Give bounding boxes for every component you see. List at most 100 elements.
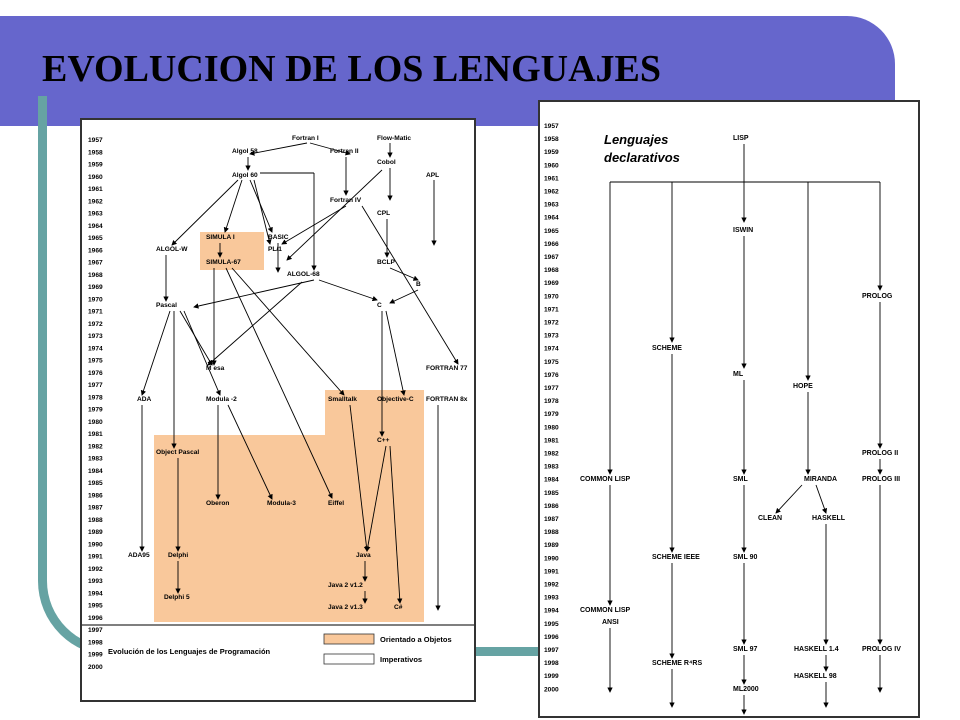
language-node-objpascal: Object Pascal bbox=[156, 449, 199, 456]
year-label: 1980 bbox=[88, 419, 103, 426]
year-label: 1985 bbox=[88, 480, 103, 487]
year-label: 1972 bbox=[88, 321, 103, 328]
year-label: 1999 bbox=[544, 673, 559, 680]
language-node-pl1: PL/1 bbox=[268, 246, 282, 253]
language-node-miranda: MIRANDA bbox=[804, 476, 837, 483]
lineage-arrow bbox=[253, 179, 272, 245]
language-node-flowmatic: Flow-Matic bbox=[377, 135, 411, 142]
year-label: 1994 bbox=[88, 590, 103, 597]
language-node-fortran4: Fortran IV bbox=[330, 197, 362, 204]
declarative-heading-line2: declarativos bbox=[604, 150, 680, 165]
language-node-delphi5: Delphi 5 bbox=[164, 594, 190, 601]
year-label: 1991 bbox=[88, 554, 103, 561]
year-label: 1998 bbox=[544, 660, 559, 667]
language-node-cobol: Cobol bbox=[377, 159, 396, 166]
lineage-arrow bbox=[231, 267, 345, 396]
year-label: 1992 bbox=[88, 566, 103, 573]
language-node-lisp: LISP bbox=[733, 135, 749, 142]
year-label: 1996 bbox=[88, 615, 103, 622]
language-node-modula2: Modula -2 bbox=[206, 396, 237, 403]
language-node-cpl: CPL bbox=[377, 210, 390, 217]
year-label: 1984 bbox=[544, 477, 559, 484]
language-node-oberon: Oberon bbox=[206, 500, 229, 507]
language-node-basic: BASIC bbox=[268, 234, 289, 241]
language-node-objc: Objective-C bbox=[377, 396, 414, 403]
language-node-commonlispansi1: COMMON LISP bbox=[580, 607, 630, 614]
lineage-arrow bbox=[140, 310, 171, 396]
lineage-arrow bbox=[207, 281, 303, 366]
language-node-clean: CLEAN bbox=[758, 515, 782, 522]
slide-title: EVOLUCION DE LOS LENGUAJES bbox=[42, 48, 661, 90]
year-label: 1992 bbox=[544, 582, 559, 589]
decorative-frame bbox=[38, 96, 918, 656]
lineage-arrow bbox=[183, 310, 221, 396]
lineage-arrow bbox=[389, 445, 403, 604]
lineage-arrow bbox=[286, 169, 383, 261]
language-node-c: C bbox=[377, 302, 382, 309]
language-node-ml: ML bbox=[733, 371, 744, 378]
year-label: 1968 bbox=[88, 272, 103, 279]
lineage-arrow bbox=[281, 205, 347, 245]
language-node-schemer4rs: SCHEME R⁴RS bbox=[652, 660, 702, 667]
year-label: 1960 bbox=[88, 174, 103, 181]
year-label: 1999 bbox=[88, 652, 103, 659]
language-node-sml: SML bbox=[733, 476, 749, 483]
year-label: 1973 bbox=[88, 333, 103, 340]
language-node-algol58: Algol 58 bbox=[232, 148, 258, 155]
language-node-mesa: M esa bbox=[206, 365, 225, 372]
year-label: 1986 bbox=[544, 503, 559, 510]
legend-swatch-oop bbox=[323, 633, 375, 645]
year-label: 1975 bbox=[88, 358, 103, 365]
language-node-prolog: PROLOG bbox=[862, 293, 893, 300]
lineage-arrow bbox=[361, 205, 459, 365]
lineage-arrow bbox=[775, 484, 803, 514]
year-label: 1977 bbox=[88, 382, 103, 389]
lineage-arrow bbox=[223, 179, 243, 233]
language-node-simula1: SIMULA I bbox=[206, 234, 235, 241]
year-label: 1979 bbox=[544, 411, 559, 418]
language-node-java: Java bbox=[356, 552, 371, 559]
lineage-arrow bbox=[389, 289, 419, 304]
year-label: 1966 bbox=[88, 247, 103, 254]
year-label: 1998 bbox=[88, 639, 103, 646]
language-node-algol60: Algol 60 bbox=[232, 172, 258, 179]
year-label: 1988 bbox=[544, 529, 559, 536]
year-label: 1961 bbox=[544, 175, 559, 182]
year-label: 1985 bbox=[544, 490, 559, 497]
legend-caption: Evolución de los Lenguajes de Programaci… bbox=[108, 647, 271, 656]
lineage-arrow bbox=[249, 179, 273, 233]
lineage-arrow bbox=[309, 142, 351, 156]
declarative-heading-line1: Lenguajes bbox=[604, 132, 668, 147]
language-node-schemeieee: SCHEME IEEE bbox=[652, 554, 700, 561]
year-label: 1983 bbox=[544, 464, 559, 471]
year-label: 1982 bbox=[544, 451, 559, 458]
year-label: 1970 bbox=[88, 296, 103, 303]
language-node-prolog3: PROLOG III bbox=[862, 476, 900, 483]
year-label: 1958 bbox=[544, 136, 559, 143]
year-label: 1979 bbox=[88, 407, 103, 414]
language-node-smalltalk: Smalltalk bbox=[328, 396, 357, 403]
year-label: 1960 bbox=[544, 162, 559, 169]
language-node-fortran8x: FORTRAN 8x bbox=[426, 396, 468, 403]
year-label: 1981 bbox=[88, 431, 103, 438]
year-label: 2000 bbox=[88, 664, 103, 671]
language-node-commonlisp: COMMON LISP bbox=[580, 476, 630, 483]
language-node-scheme: SCHEME bbox=[652, 345, 682, 352]
language-node-algolw: ALGOL-W bbox=[156, 246, 188, 253]
year-label: 1995 bbox=[544, 621, 559, 628]
year-label: 1958 bbox=[88, 149, 103, 156]
year-label: 1978 bbox=[544, 398, 559, 405]
language-node-fortran2: Fortran II bbox=[330, 148, 359, 155]
year-label: 1967 bbox=[88, 260, 103, 267]
year-label: 1964 bbox=[88, 223, 103, 230]
year-label: 1969 bbox=[88, 284, 103, 291]
lineage-arrow bbox=[225, 267, 333, 499]
language-node-bclp: BCLP bbox=[377, 259, 396, 266]
language-node-ada95: ADA95 bbox=[128, 552, 150, 559]
year-label: 1964 bbox=[544, 215, 559, 222]
legend-label-oop: Orientado a Objetos bbox=[380, 635, 452, 644]
year-label: 1993 bbox=[544, 595, 559, 602]
year-label: 1990 bbox=[544, 555, 559, 562]
language-node-haskell98: HASKELL 98 bbox=[794, 673, 837, 680]
lineage-arrow bbox=[249, 142, 308, 156]
